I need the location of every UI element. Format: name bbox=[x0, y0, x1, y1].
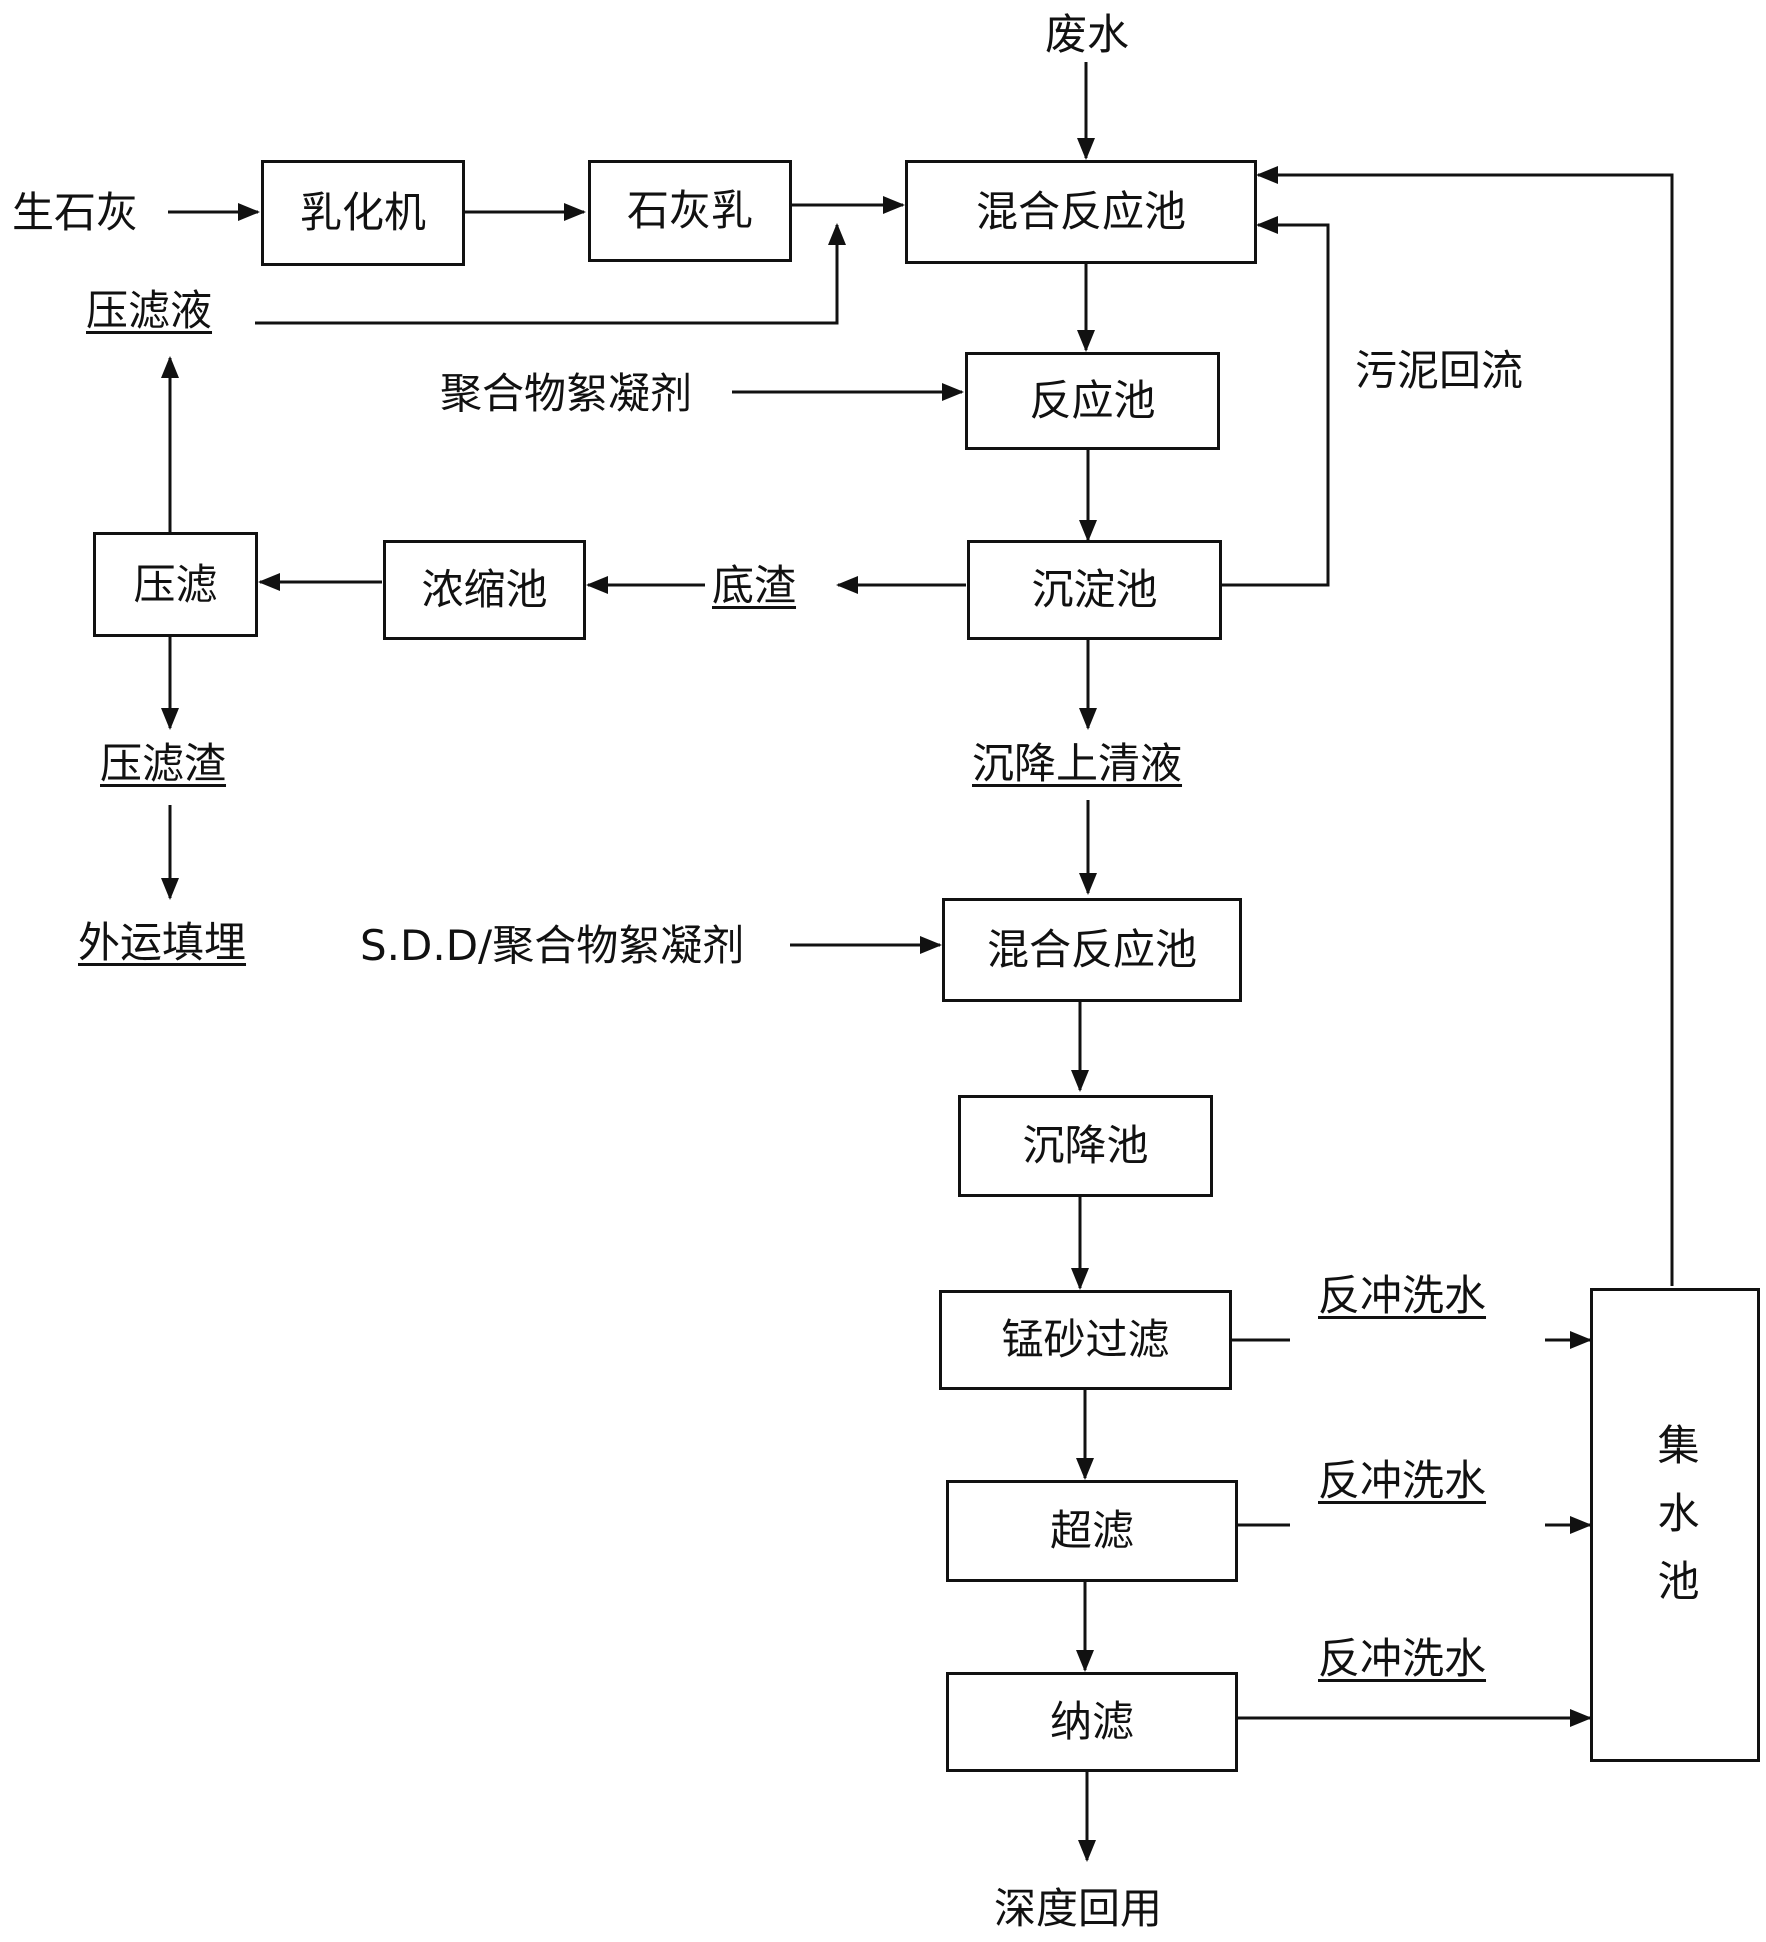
box-lime-milk: 石灰乳 bbox=[588, 160, 792, 262]
box-mix-tank-1: 混合反应池 bbox=[905, 160, 1257, 264]
label-flocculant-2: S.D.D/聚合物絮凝剂 bbox=[360, 921, 745, 970]
box-nanofiltration: 纳滤 bbox=[946, 1672, 1238, 1772]
box-settling-tank: 沉淀池 bbox=[967, 540, 1222, 640]
label-wastewater: 废水 bbox=[1045, 10, 1130, 59]
arrow-filtrate-return bbox=[255, 223, 846, 325]
label-bottom-residue: 底渣 bbox=[712, 561, 797, 610]
box-manganese-sand-filter: 锰砂过滤 bbox=[939, 1290, 1232, 1390]
label-flocculant-1: 聚合物絮凝剂 bbox=[440, 369, 693, 418]
arrow-collection-return bbox=[1256, 166, 1674, 1286]
label-supernatant: 沉降上清液 bbox=[972, 739, 1183, 788]
box-reaction-tank: 反应池 bbox=[965, 352, 1220, 450]
box-thickener: 浓缩池 bbox=[383, 540, 586, 640]
label-backwash-1: 反冲洗水 bbox=[1318, 1271, 1487, 1320]
label-sludge-return: 污泥回流 bbox=[1355, 346, 1524, 395]
label-backwash-2: 反冲洗水 bbox=[1318, 1456, 1487, 1505]
arrow-sludge-return bbox=[1218, 216, 1330, 587]
label-filter-cake: 压滤渣 bbox=[100, 739, 227, 788]
label-quicklime: 生石灰 bbox=[12, 188, 139, 237]
box-sedimentation-tank: 沉降池 bbox=[958, 1095, 1213, 1197]
box-emulsifier: 乳化机 bbox=[261, 160, 465, 266]
box-mix-tank-2: 混合反应池 bbox=[942, 898, 1242, 1002]
box-collection-tank: 集水池 bbox=[1590, 1288, 1760, 1762]
box-press-filter: 压滤 bbox=[93, 532, 258, 637]
box-ultrafiltration: 超滤 bbox=[946, 1480, 1238, 1582]
label-filtrate: 压滤液 bbox=[86, 286, 213, 335]
label-backwash-3: 反冲洗水 bbox=[1318, 1634, 1487, 1683]
label-deep-reuse: 深度回用 bbox=[994, 1884, 1163, 1933]
label-landfill: 外运填埋 bbox=[78, 918, 247, 967]
